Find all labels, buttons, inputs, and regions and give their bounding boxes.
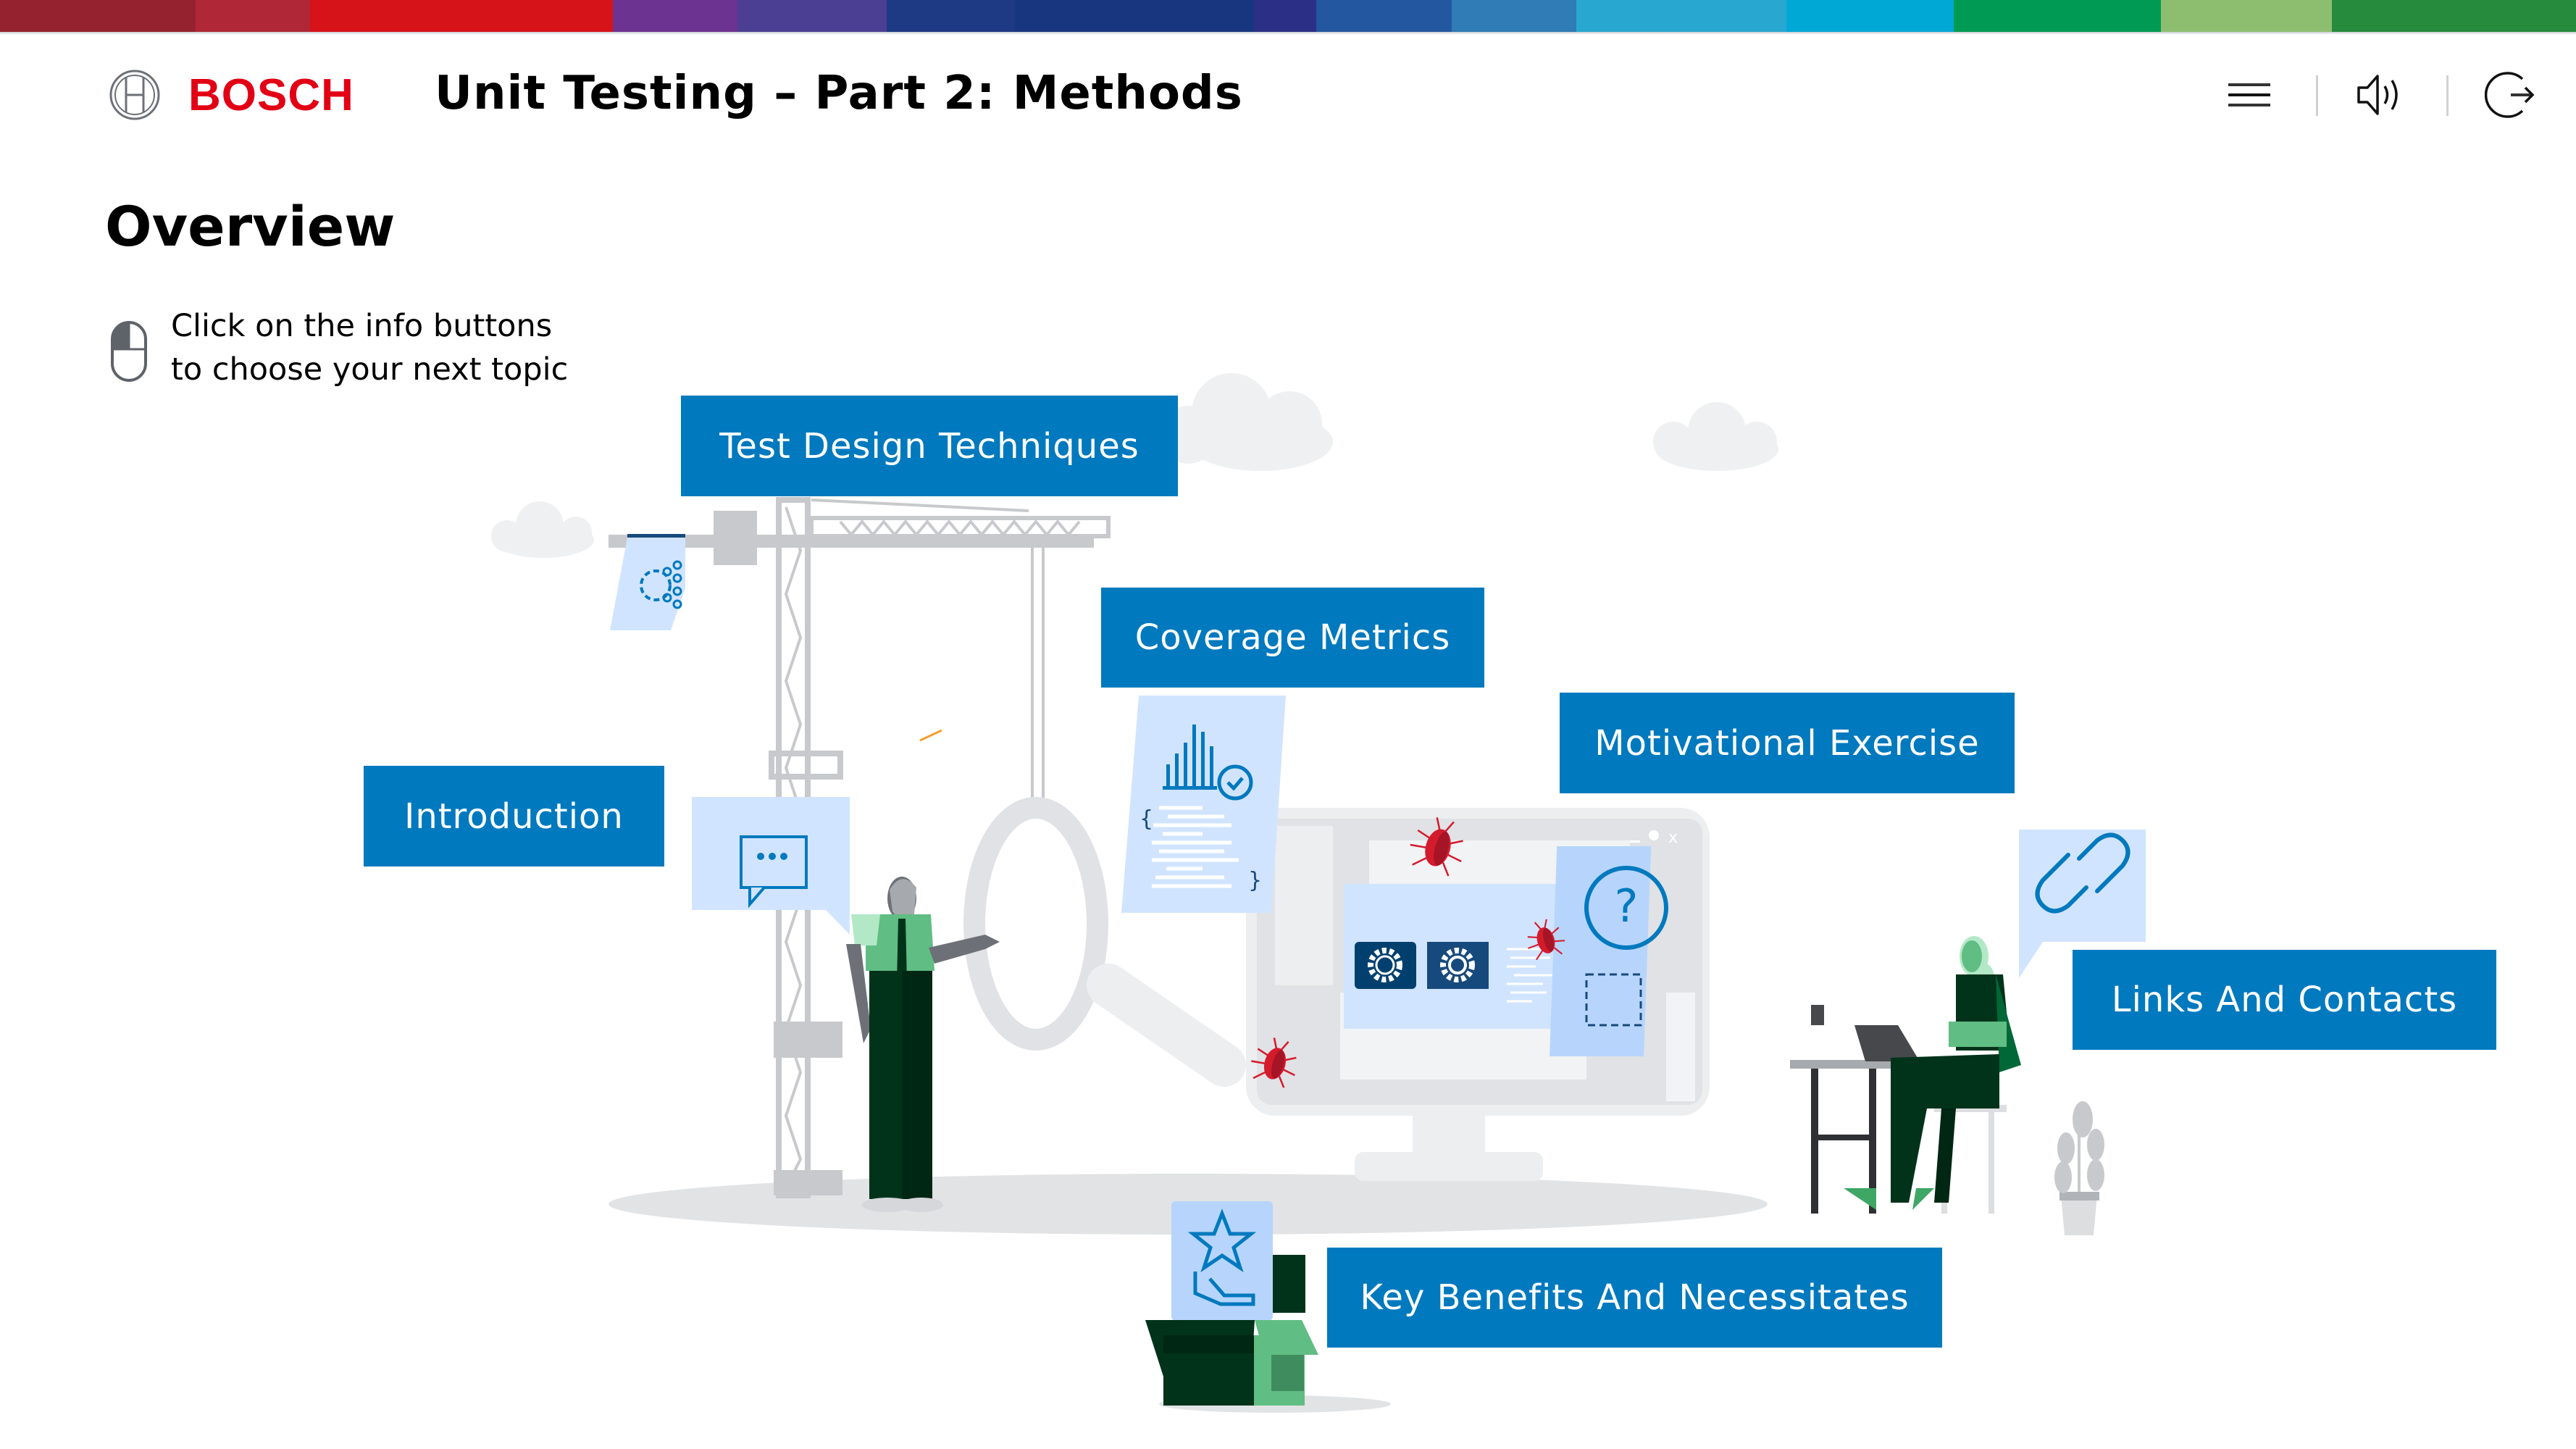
open-box xyxy=(1145,1255,1318,1406)
topic-button-motivational-exercise[interactable]: Motivational Exercise xyxy=(1560,693,2015,793)
brand-name: BOSCH xyxy=(188,70,354,120)
speaker-volume-icon[interactable] xyxy=(2356,69,2408,121)
color-segment xyxy=(1954,0,2161,32)
star-hand-icon xyxy=(1171,1201,1273,1321)
bug-icon xyxy=(1410,817,1463,877)
question-circle-icon: ? xyxy=(1550,846,1668,1056)
color-segment xyxy=(612,0,737,32)
header-divider xyxy=(2316,75,2318,116)
instruction-hint: Click on the info buttons to choose your… xyxy=(110,304,568,391)
color-segment xyxy=(309,0,613,32)
bosch-logo: BOSCH xyxy=(109,69,354,121)
color-segment xyxy=(1452,0,1577,32)
color-segment xyxy=(1576,0,1787,32)
motion-mark xyxy=(919,729,942,742)
cloud-icon xyxy=(1653,402,1778,471)
chat-bubble-icon xyxy=(692,797,850,935)
cloud-icon xyxy=(491,501,594,558)
cloud-icon xyxy=(1159,373,1333,471)
mouse-left-click-icon xyxy=(111,321,147,382)
bug-icon xyxy=(1527,919,1565,961)
color-segment xyxy=(196,0,310,32)
gears-panel xyxy=(1344,884,1583,1029)
page-heading: Overview xyxy=(105,194,396,259)
presenter-figure xyxy=(846,877,1000,1212)
topic-button-coverage-metrics[interactable]: Coverage Metrics xyxy=(1101,588,1484,688)
topic-button-introduction[interactable]: Introduction xyxy=(364,766,664,867)
desk-worker-figure xyxy=(1790,936,2021,1214)
color-segment xyxy=(1015,0,1254,32)
header-divider xyxy=(2446,75,2449,116)
color-segment xyxy=(1253,0,1317,32)
topic-button-links-and-contacts[interactable]: Links And Contacts xyxy=(2073,950,2496,1050)
color-segment xyxy=(2331,0,2576,32)
gear-settings-icon xyxy=(610,534,685,630)
color-segment xyxy=(737,0,887,32)
svg-text:}: } xyxy=(1248,868,1262,893)
hint-line-1: Click on the info buttons xyxy=(171,308,553,344)
topic-button-test-design-techniques[interactable]: Test Design Techniques xyxy=(681,396,1178,496)
color-segment xyxy=(0,0,196,32)
color-segment xyxy=(1786,0,1954,32)
chain-link-icon xyxy=(2019,830,2146,978)
bosch-armature-icon xyxy=(109,70,160,120)
header-shadow xyxy=(0,32,2576,35)
crane xyxy=(609,497,1111,1198)
magnifier xyxy=(963,797,1246,1087)
exit-logout-icon[interactable] xyxy=(2485,69,2537,121)
plant-decoration xyxy=(2054,1101,2104,1235)
bug-icon xyxy=(1251,1037,1297,1088)
color-segment xyxy=(2160,0,2332,32)
bar-chart-check-icon: { } xyxy=(1121,696,1286,913)
svg-text:{: { xyxy=(1139,806,1153,832)
topic-button-key-benefits[interactable]: Key Benefits And Necessitates xyxy=(1327,1248,1942,1348)
hint-line-2: to choose your next topic xyxy=(171,351,569,388)
brand-color-bar xyxy=(0,0,2576,32)
svg-text:x: x xyxy=(1668,829,1678,847)
svg-text:?: ? xyxy=(1615,880,1639,932)
window-controls: x xyxy=(1630,829,1678,847)
color-segment xyxy=(1316,0,1452,32)
course-title: Unit Testing – Part 2: Methods xyxy=(435,67,1243,120)
color-segment xyxy=(887,0,1016,32)
hamburger-menu-icon[interactable] xyxy=(2222,69,2275,121)
